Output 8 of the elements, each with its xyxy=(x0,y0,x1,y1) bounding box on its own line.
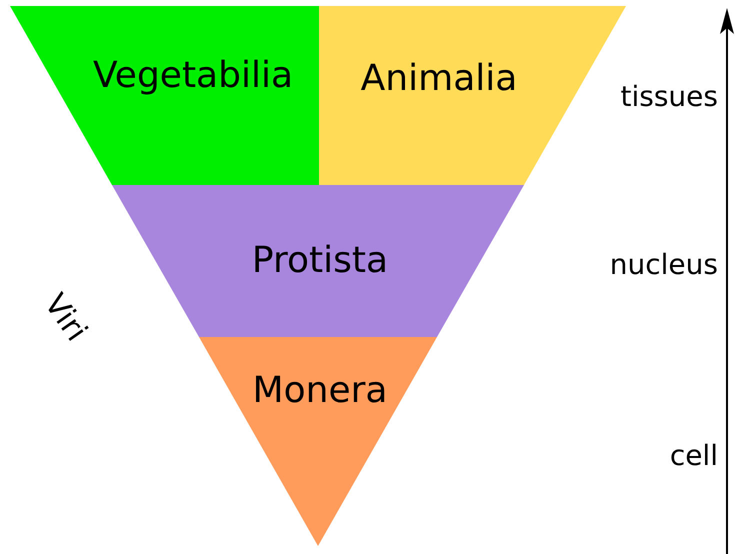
segment-label: Vegetabilia xyxy=(92,58,294,94)
segment-label: Monera xyxy=(252,373,388,409)
segment-label: Animalia xyxy=(360,61,518,97)
level-label: nucleus xyxy=(610,251,718,279)
group-label: Viri xyxy=(38,289,92,347)
level-label: cell xyxy=(670,442,718,470)
segment-label: Protista xyxy=(252,243,388,279)
level-label: tissues xyxy=(620,83,718,111)
